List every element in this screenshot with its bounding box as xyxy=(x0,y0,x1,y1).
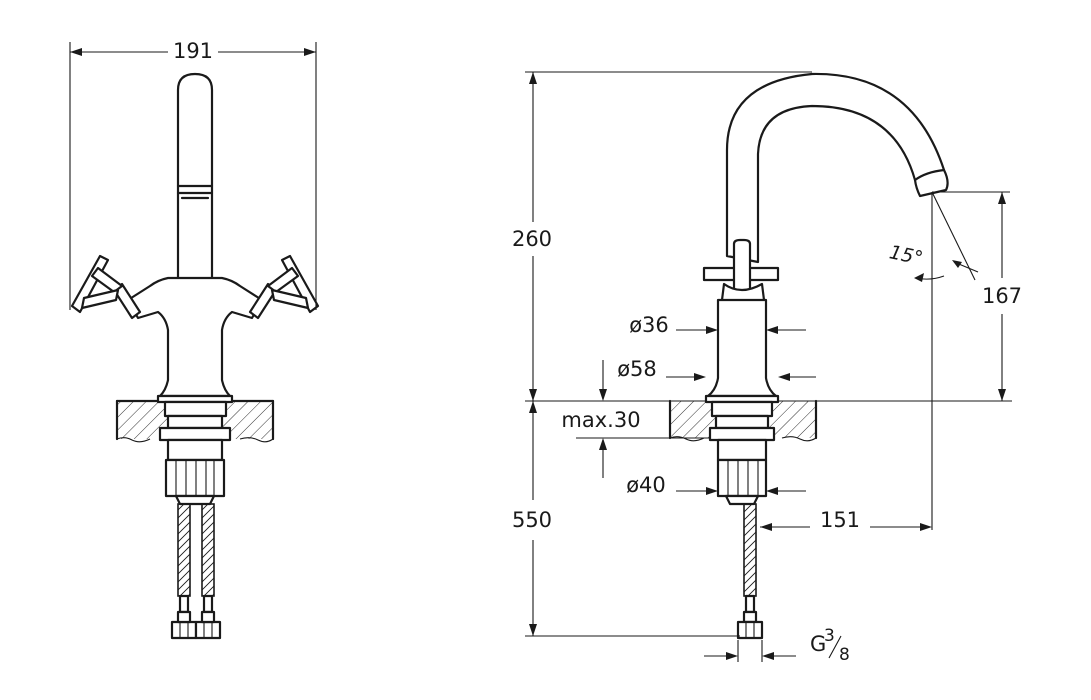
dimension-counter-thickness xyxy=(599,360,607,478)
label-hose-length: 550 xyxy=(512,508,552,532)
dimension-overall-width xyxy=(69,42,317,310)
label-base-diameter: ø58 xyxy=(617,357,657,381)
side-view: 260 550 167 15° xyxy=(512,71,1022,665)
front-shank xyxy=(158,400,232,506)
side-cross-handle xyxy=(702,238,780,310)
dimension-spout-angle xyxy=(914,191,979,530)
dimension-spout-reach xyxy=(760,523,932,531)
front-view: 191 xyxy=(69,39,320,640)
front-right-handle xyxy=(248,254,320,320)
dimension-hose-length xyxy=(525,401,740,637)
side-body xyxy=(704,298,780,404)
front-body xyxy=(126,276,264,404)
front-left-handle xyxy=(70,254,142,320)
side-spout xyxy=(725,72,949,264)
dimension-outlet-height xyxy=(932,191,1010,401)
label-spout-reach: 151 xyxy=(820,508,860,532)
dimension-connection-thread xyxy=(704,635,842,662)
side-shank xyxy=(708,400,776,506)
label-counter-thickness: max.30 xyxy=(561,408,640,432)
side-hose xyxy=(736,503,764,640)
label-thread-numerator: 3 xyxy=(824,626,835,646)
label-thread-letter: G xyxy=(810,632,826,656)
label-overall-width: 191 xyxy=(173,39,213,63)
front-hoses xyxy=(170,503,222,640)
label-spout-angle: 15° xyxy=(887,241,925,270)
dimension-shank-diameter xyxy=(676,487,806,495)
label-thread-denominator: 8 xyxy=(839,645,850,665)
front-spout xyxy=(176,72,214,282)
label-shank-diameter: ø40 xyxy=(626,473,666,497)
label-height: 260 xyxy=(512,227,552,251)
dimension-height xyxy=(525,71,812,401)
dimension-base-diameter xyxy=(666,373,816,381)
dimension-body-diameter xyxy=(676,326,806,334)
label-body-diameter: ø36 xyxy=(629,313,669,337)
label-outlet-height: 167 xyxy=(982,284,1022,308)
